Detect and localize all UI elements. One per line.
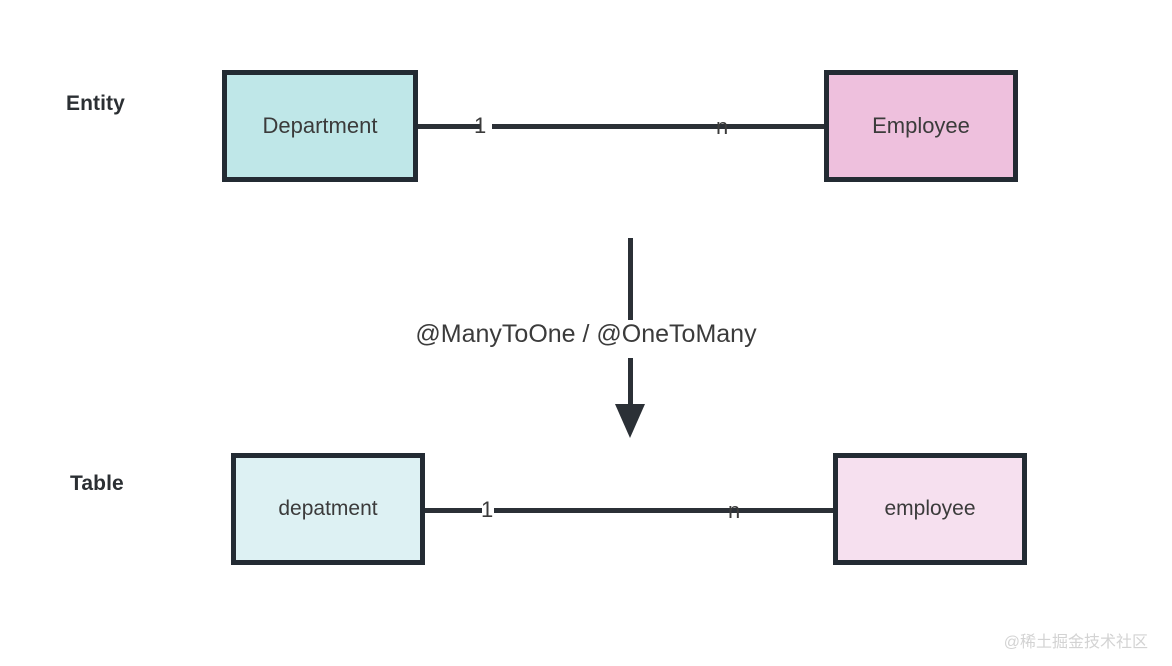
transform-arrow-stem-upper xyxy=(628,238,633,320)
table-connector-left-segment xyxy=(425,508,482,513)
entity-connector-left-segment xyxy=(418,124,480,129)
entity-cardinality-many: n xyxy=(716,114,729,139)
row-label-table: Table xyxy=(70,472,124,495)
transform-arrow-head-icon xyxy=(615,404,645,438)
table-connector-right-segment xyxy=(494,508,833,513)
watermark: @稀土掘金技术社区 xyxy=(1003,634,1148,651)
entity-node-employee: Employee xyxy=(824,70,1018,182)
transform-arrow-stem-lower xyxy=(628,358,633,408)
table-node-employee: employee xyxy=(833,453,1027,565)
table-cardinality-one: 1 xyxy=(481,497,494,522)
table-cardinality-many: n xyxy=(728,498,741,523)
entity-node-department: Department xyxy=(222,70,418,182)
mapping-annotation-text: @ManyToOne / @OneToMany xyxy=(415,320,757,348)
table-node-depatment: depatment xyxy=(231,453,425,565)
entity-cardinality-one: 1 xyxy=(474,113,487,138)
entity-connector-right-segment xyxy=(492,124,824,129)
row-label-entity: Entity xyxy=(66,92,125,115)
